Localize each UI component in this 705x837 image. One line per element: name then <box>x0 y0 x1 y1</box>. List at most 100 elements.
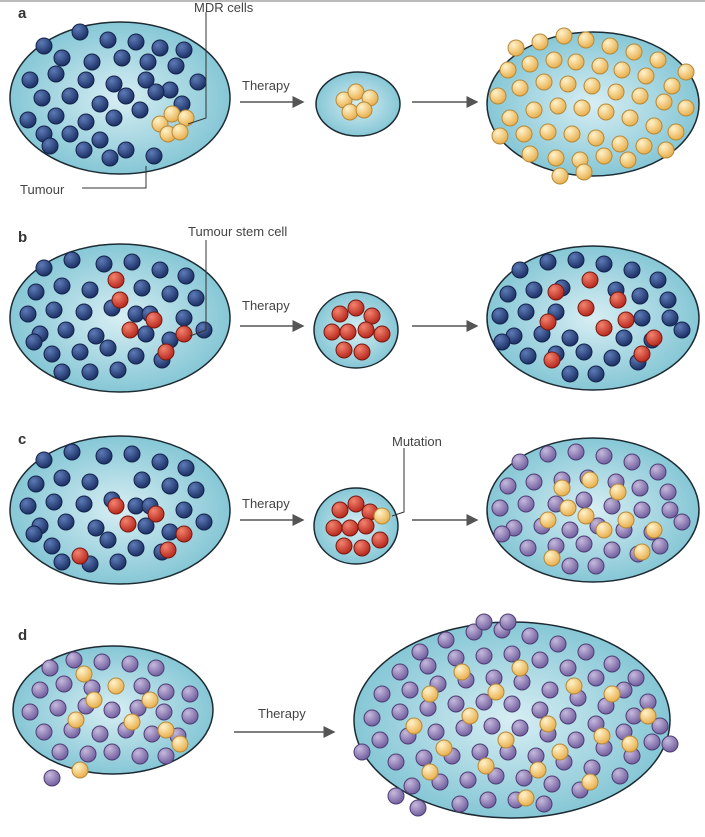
mutant-cell <box>144 726 160 742</box>
mdr-cell <box>620 152 636 168</box>
normal-cell <box>88 328 104 344</box>
mutant-cell <box>588 670 604 686</box>
mutant-cell <box>80 746 96 762</box>
mdr-cell <box>576 164 592 180</box>
therapy-label-c: Therapy <box>242 496 290 511</box>
mdr-cell <box>436 740 452 756</box>
stem-cell <box>332 306 348 322</box>
mutant-cell <box>612 768 628 784</box>
mdr-cell <box>536 74 552 90</box>
mutant-cell <box>388 754 404 770</box>
mutant-cell <box>544 776 560 792</box>
normal-cell <box>568 252 584 268</box>
normal-cell <box>76 304 92 320</box>
normal-cell <box>604 350 620 366</box>
stem-cell <box>372 532 388 548</box>
normal-cell <box>118 142 134 158</box>
mutant-cell <box>56 676 72 692</box>
stem-cell <box>646 330 662 346</box>
normal-cell <box>42 138 58 154</box>
cell-group-mutant-origin <box>374 508 390 524</box>
mdr-cell <box>646 118 662 134</box>
mdr-cell <box>518 790 534 806</box>
mutant-cell <box>662 502 678 518</box>
mutant-cell <box>364 710 380 726</box>
normal-cell <box>134 472 150 488</box>
normal-cell <box>84 54 100 70</box>
normal-cell <box>62 126 78 142</box>
mdr-cell <box>522 56 538 72</box>
mdr-cell <box>374 508 390 524</box>
mutant-cell <box>662 736 678 752</box>
normal-cell <box>650 272 666 288</box>
normal-cell <box>26 526 42 542</box>
normal-cell <box>64 252 80 268</box>
mdr-cell <box>550 98 566 114</box>
normal-cell <box>114 50 130 66</box>
normal-cell <box>188 482 204 498</box>
normal-cell <box>162 286 178 302</box>
normal-cell <box>72 24 88 40</box>
normal-cell <box>562 366 578 382</box>
mutant-cell <box>560 708 576 724</box>
mdr-cell <box>522 146 538 162</box>
panel-b: b Therapy Tumour stem cell <box>10 224 699 392</box>
mutant-cell <box>540 446 556 462</box>
mutant-cell <box>438 632 454 648</box>
mdr-cell <box>422 686 438 702</box>
mdr-cell <box>526 102 542 118</box>
mutant-cell <box>104 702 120 718</box>
normal-cell <box>662 310 678 326</box>
mutant-cell <box>372 732 388 748</box>
normal-cell <box>124 254 140 270</box>
normal-cell <box>168 58 184 74</box>
mdr-cell <box>564 126 580 142</box>
mdr-cell <box>622 736 638 752</box>
normal-cell <box>176 42 192 58</box>
mdr-cell <box>614 62 630 78</box>
stem-cell <box>540 314 556 330</box>
mdr-cell <box>172 124 188 140</box>
stem-cell <box>326 520 342 536</box>
mutant-cell <box>412 644 428 660</box>
mutant-cell <box>500 614 516 630</box>
mutant-cell <box>604 656 620 672</box>
normal-cell <box>124 446 140 462</box>
normal-cell <box>54 470 70 486</box>
mutant-cell <box>628 670 644 686</box>
normal-cell <box>54 278 70 294</box>
stem-cell <box>634 346 650 362</box>
normal-cell <box>58 514 74 530</box>
mdr-cell <box>76 666 92 682</box>
mutant-cell <box>94 654 110 670</box>
stem-cell <box>112 292 128 308</box>
mutant-cell <box>484 718 500 734</box>
normal-cell <box>500 286 516 302</box>
normal-cell <box>100 32 116 48</box>
normal-cell <box>176 502 192 518</box>
panel-letter-c: c <box>18 431 26 448</box>
mdr-cell <box>552 168 568 184</box>
stem-cell <box>336 342 352 358</box>
mdr-cell <box>582 472 598 488</box>
mdr-cell <box>596 522 612 538</box>
normal-cell <box>196 322 212 338</box>
mdr-cell <box>638 68 654 84</box>
mdr-cell <box>568 54 584 70</box>
normal-cell <box>162 478 178 494</box>
mdr-cell <box>548 150 564 166</box>
mutant-cell <box>66 652 82 668</box>
normal-cell <box>162 524 178 540</box>
normal-cell <box>72 344 88 360</box>
stem-cell <box>544 352 560 368</box>
mutant-cell <box>402 682 418 698</box>
mutant-cell <box>132 748 148 764</box>
normal-cell <box>54 364 70 380</box>
stem-cell <box>120 516 136 532</box>
mutant-cell <box>50 700 66 716</box>
mutant-cell <box>158 684 174 700</box>
normal-cell <box>188 290 204 306</box>
mdr-cell <box>664 78 680 94</box>
normal-cell <box>624 262 640 278</box>
